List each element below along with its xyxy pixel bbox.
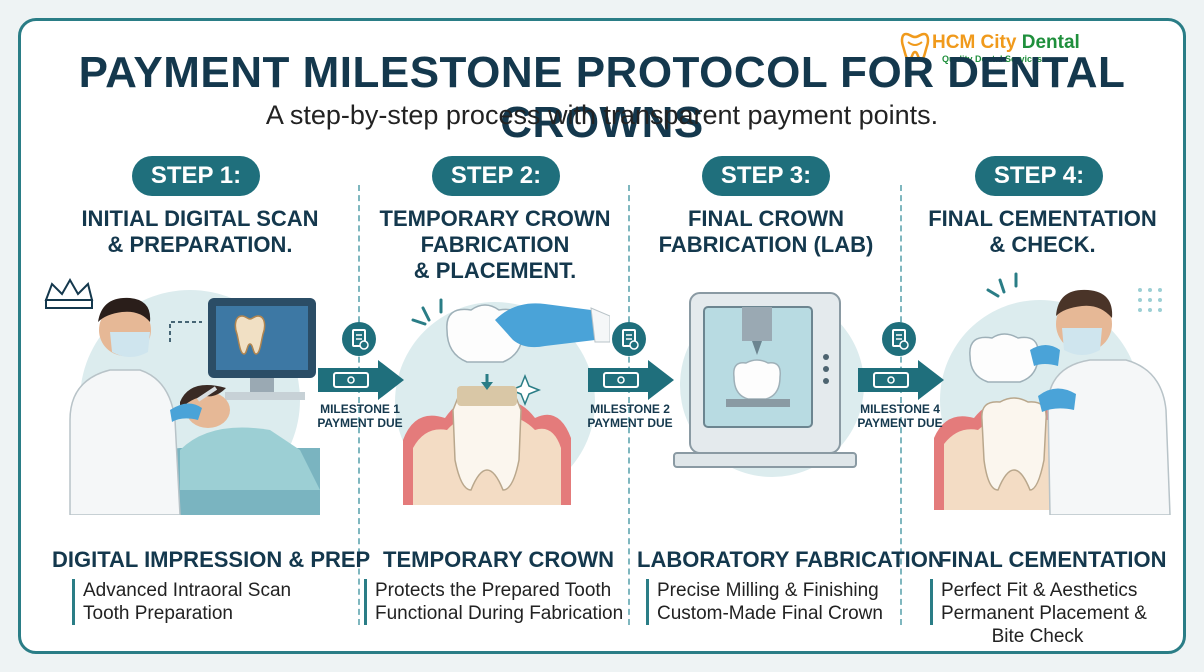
crown-outline-icon: [44, 277, 94, 301]
list-item: Perfect Fit & Aesthetics: [930, 579, 1145, 602]
step-4-bullets: Perfect Fit & Aesthetics Permanent Place…: [930, 579, 1147, 648]
column-divider: [900, 185, 902, 625]
arrow-right-money-icon: [318, 360, 404, 400]
column-divider: [628, 185, 630, 625]
step-4-illustration: [934, 272, 1171, 515]
step-3-badge: STEP 3:: [702, 156, 830, 196]
column-divider: [358, 185, 360, 625]
invoice-icon: [342, 322, 376, 356]
list-item: Precise Milling & Finishing: [646, 579, 883, 602]
milestone-2-status: PAYMENT DUE: [587, 416, 673, 430]
step-2-bullets: Protects the Prepared Tooth Functional D…: [364, 579, 623, 625]
list-item: Protects the Prepared Tooth: [364, 579, 623, 602]
step-4-section-title: FINAL CEMENTATION: [938, 547, 1167, 572]
brand-name: HCM City Dental: [932, 32, 1080, 53]
step-4-badge: STEP 4:: [975, 156, 1103, 196]
step-2-illustration: [395, 298, 610, 505]
step-2-badge: STEP 2:: [432, 156, 560, 196]
step-2-section-title: TEMPORARY CROWN: [383, 547, 614, 572]
invoice-icon: [612, 322, 646, 356]
step-1-section-title: DIGITAL IMPRESSION & PREP: [52, 547, 371, 572]
page-title: PAYMENT MILESTONE PROTOCOL FOR DENTAL CR…: [78, 48, 1126, 147]
page-subtitle: A step-by-step process with transparent …: [265, 100, 939, 130]
list-item: Permanent Placement &: [930, 602, 1147, 625]
milestone-1-status: PAYMENT DUE: [317, 416, 403, 430]
milestone-2-label: MILESTONE 2: [590, 402, 670, 416]
list-item: Bite Check: [991, 626, 1084, 647]
list-item: Custom-Made Final Crown: [646, 602, 883, 625]
list-item: Functional During Fabrication: [364, 602, 623, 625]
list-item: Advanced Intraoral Scan: [72, 579, 291, 602]
invoice-icon: [882, 322, 916, 356]
brand-logo: HCM City Dental Quality Dental Services: [900, 30, 1100, 68]
milestone-4-label: MILESTONE 4: [860, 402, 940, 416]
step-3-section-title: LABORATORY FABRICATION: [637, 547, 944, 572]
arrow-right-money-icon: [858, 360, 944, 400]
brand-tagline: Quality Dental Services: [942, 54, 1043, 64]
step-3-illustration: [673, 292, 864, 477]
step-1-badge: STEP 1:: [132, 156, 260, 196]
step-1-illustration: [44, 277, 320, 515]
arrow-right-money-icon: [588, 360, 674, 400]
step-1-bullets: Advanced Intraoral Scan Tooth Preparatio…: [72, 579, 291, 625]
step-4-title: FINAL CEMENTATION& CHECK.: [928, 206, 1157, 257]
step-3-bullets: Precise Milling & Finishing Custom-Made …: [646, 579, 883, 625]
milestone-1-label: MILESTONE 1: [320, 402, 400, 416]
tooth-logo-icon: [900, 32, 930, 62]
milestone-4-status: PAYMENT DUE: [857, 416, 943, 430]
step-1-title: INITIAL DIGITAL SCAN& PREPARATION.: [81, 206, 319, 257]
list-item: Tooth Preparation: [72, 602, 291, 625]
